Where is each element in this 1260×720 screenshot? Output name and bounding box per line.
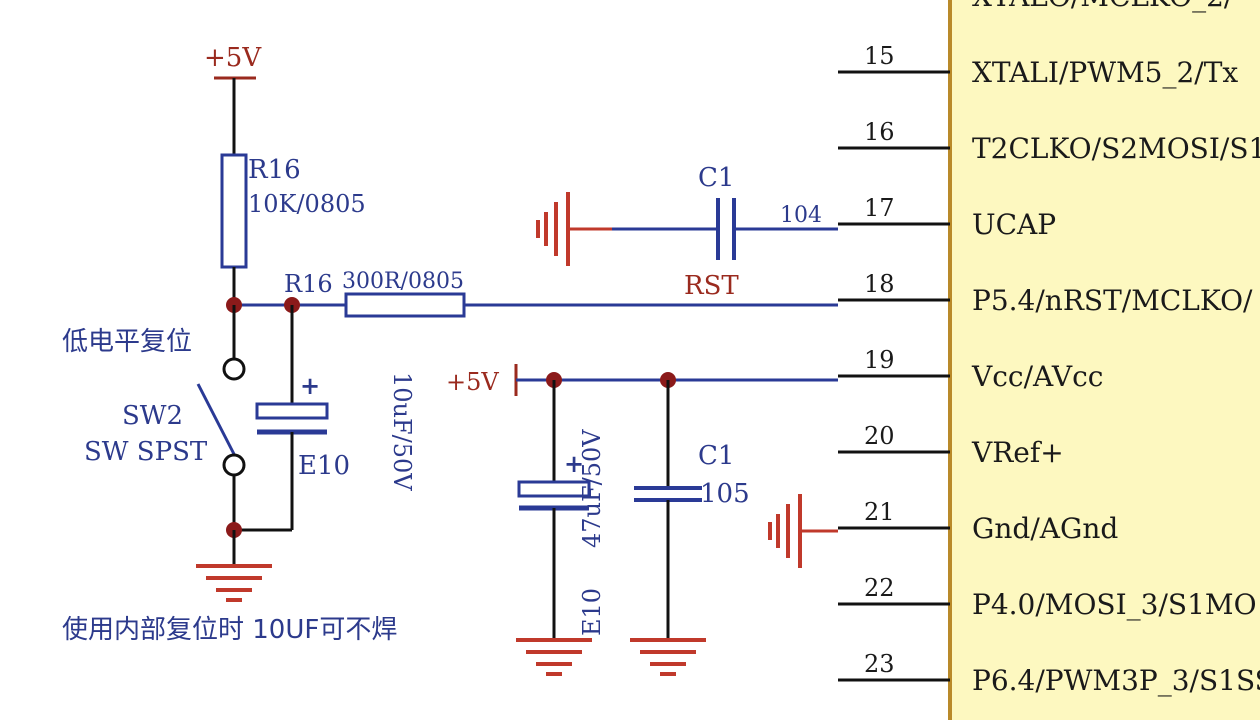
resistor-series: R16 300R/0805 (284, 269, 466, 318)
ground-symbol (516, 638, 592, 676)
switch-sw2: SW2 SW SPST (84, 305, 246, 530)
resistor-series-body (344, 292, 466, 318)
chip-pin-number: 21 (864, 498, 895, 526)
resistor-series-ref: R16 (284, 270, 333, 298)
cap-reset-plus: + (300, 371, 320, 400)
chip-pin-name: Gnd/AGnd (972, 512, 1118, 545)
cap-reset-plate-top (255, 402, 329, 420)
resistor-pullup-ref: R16 (248, 155, 301, 185)
cap-reset-value: 10uF/50V (388, 372, 416, 491)
cap-decouple-value: 105 (700, 479, 750, 509)
cap-bulk-ref: E10 (578, 588, 606, 636)
chip-pin-number: 17 (864, 194, 895, 222)
cap-bulk-plus: + (564, 449, 584, 478)
internal-reset-note: 使用内部复位时 10UF可不焊 (62, 615, 397, 645)
cap-decouple: C1 105 (634, 380, 750, 640)
cap-bulk-plate-top (517, 480, 591, 498)
switch-ref: SW2 (122, 401, 183, 431)
reset-note: 低电平复位 (62, 327, 192, 357)
chip-pin-name: T2CLKO/S2MOSI/S1 (972, 132, 1260, 165)
resistor-series-value: 300R/0805 (342, 269, 464, 294)
ground-symbol (196, 564, 272, 602)
switch-contact-bottom (222, 453, 246, 477)
ground-symbol (630, 638, 706, 676)
resistor-pullup: R16 10K/0805 (220, 153, 366, 269)
power-label-mid: +5V (446, 368, 499, 396)
cap-reset: + E10 10uF/50V (255, 305, 416, 530)
cap-decouple-ref: C1 (698, 441, 734, 471)
power-symbol-top: +5V (204, 43, 262, 80)
chip-pin-name: Vcc/AVcc (971, 360, 1103, 393)
cap-ucap-net: 104 (780, 203, 822, 228)
ground-symbol-ucap (536, 192, 612, 266)
cap-reset-ref: E10 (298, 451, 350, 481)
chip-pin-name: VRef+ (971, 436, 1064, 469)
chip-pin-number: 16 (864, 118, 895, 146)
chip-pin-number: 22 (864, 574, 895, 602)
chip-pin-number: 15 (864, 42, 895, 70)
resistor-pullup-value: 10K/0805 (248, 190, 366, 218)
power-symbol-mid: +5V (446, 364, 518, 396)
cap-ucap-net-label: RST (684, 271, 739, 301)
chip-pin-name: P5.4/nRST/MCLKO/ (972, 284, 1253, 317)
switch-contact-top (222, 357, 246, 381)
mcu-chip (948, 0, 1260, 720)
chip-pin-name: P4.0/MOSI_3/S1MO (972, 588, 1257, 621)
power-label-top: +5V (204, 43, 262, 73)
cap-bulk-value: 47uF/50V (578, 429, 606, 548)
chip-pin-name: XTALI/PWM5_2/Tx (972, 56, 1238, 89)
ground-symbol-pin21 (768, 494, 838, 568)
switch-type: SW SPST (84, 437, 208, 467)
chip-pin-number: 20 (864, 422, 895, 450)
chip-pin-name: XTALO/MCLKO_2/ (972, 0, 1234, 13)
chip-pin-number: 23 (864, 650, 895, 678)
cap-ucap: C1 RST 104 (684, 163, 822, 301)
chip-pin-name: P6.4/PWM3P_3/S1SS (972, 664, 1260, 697)
resistor-body (220, 153, 248, 269)
chip-pin-number: 19 (864, 346, 895, 374)
switch-lever (196, 383, 238, 459)
cap-ucap-ref: C1 (698, 163, 734, 193)
cap-bulk: + 47uF/50V E10 (517, 380, 606, 640)
chip-pin-number: 18 (864, 270, 895, 298)
chip-pin-name: UCAP (972, 208, 1056, 241)
chip-body (948, 0, 1260, 720)
